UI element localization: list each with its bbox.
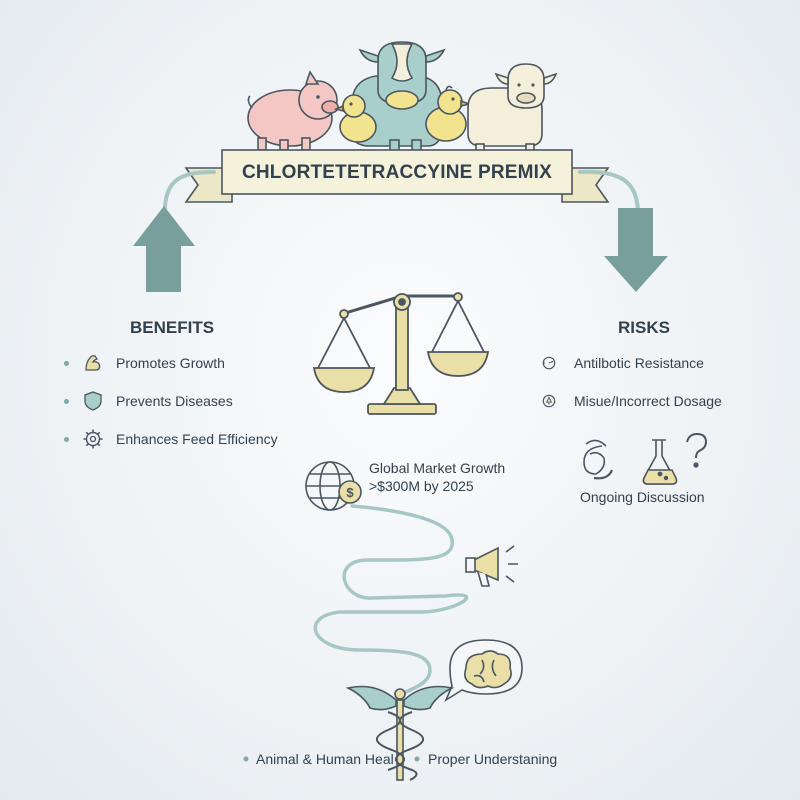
up-arrow-icon [133,206,195,292]
market-growth-line1: Global Market Growth [369,460,506,476]
flask-icon [642,439,678,485]
footer-bullet-dot [414,756,420,762]
gear-icon [82,428,104,450]
risk-label: Antilbotic Resistance [574,355,704,371]
risk-label: Misue/Incorrect Dosage [574,393,722,409]
winding-path [313,504,469,702]
market-growth-line2: >$300M by 2025 [369,478,474,494]
benefit-item-feed: Enhances Feed Efficiency [64,428,278,450]
pig-icon [247,70,339,151]
footer-right-label: Proper Understaning [428,751,558,767]
risk-item-dosage: Misue/Incorrect Dosage [540,390,722,412]
svg-text:$: $ [346,485,354,500]
ongoing-discussion-label: Ongoing Discussion [580,489,705,505]
chick-icon [425,85,472,142]
bullet-dot [64,436,69,442]
shield-icon [82,390,104,412]
banner-title: CHLORTETETRACCYINE PREMIX [241,162,553,183]
globe-dollar-icon: $ [305,461,362,511]
down-arrow-icon [604,208,668,292]
title-banner [184,149,610,203]
chick-icon [333,94,377,143]
balance-scale-icon [312,292,490,415]
bullet-dot [64,398,69,404]
question-mark-icon [686,432,708,468]
megaphone-icon [465,545,518,587]
footer-left-label: Animal & Human Heal [256,751,394,767]
risk-item-resistance: Antilbotic Resistance [540,352,704,374]
risks-heading: RISKS [618,318,670,337]
sheep-icon [467,63,558,157]
gauge-icon [540,352,558,374]
muscle-arm-icon [82,352,104,374]
benefits-heading: BENEFITS [130,318,215,337]
bullet-dot [64,360,69,366]
benefit-item-diseases: Prevents Diseases [64,390,233,412]
footer-bullet-dot [243,756,249,762]
warning-icon [540,390,558,412]
benefit-label: Enhances Feed Efficiency [116,431,278,447]
swirl-icon [583,439,614,480]
benefit-label: Prevents Diseases [116,393,233,409]
benefit-item-growth: Promotes Growth [64,352,225,374]
brain-bubble-icon [444,639,523,703]
benefit-label: Promotes Growth [116,355,225,371]
discussion-icons [583,432,708,485]
caduceus-icon [345,685,455,781]
